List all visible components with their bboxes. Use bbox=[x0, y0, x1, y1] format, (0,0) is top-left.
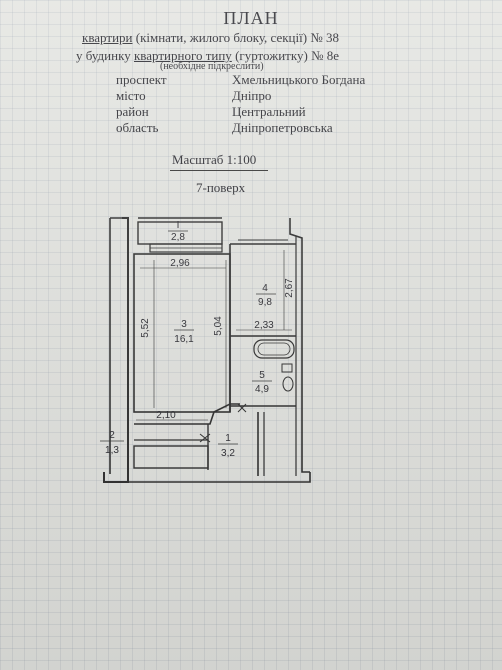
outer-wall-bottom bbox=[104, 472, 311, 483]
apartment-line: квартири (кімнати, жилого блоку, секції)… bbox=[82, 30, 339, 46]
living-room-area: 16,1 bbox=[174, 334, 194, 345]
underline-note: (необхідне підкреслити) bbox=[160, 61, 264, 72]
toilet-icon bbox=[282, 376, 294, 392]
hall-wall bbox=[134, 403, 240, 425]
floor-label: 7-поверх bbox=[196, 180, 246, 195]
bathroom-area: 4,9 bbox=[255, 384, 269, 395]
living-height-dimension: 5,52 bbox=[140, 318, 151, 338]
kitchen-number: 4 bbox=[262, 283, 268, 294]
address-value-avenue: Хмельницького Богдана bbox=[232, 72, 366, 87]
address-label-avenue: проспект bbox=[116, 72, 167, 87]
balcony-area: 2,8 bbox=[171, 232, 185, 243]
outer-wall bbox=[103, 217, 129, 483]
document-title: ПЛАН bbox=[223, 8, 279, 28]
apartment-number: № 38 bbox=[310, 30, 339, 45]
living-inner-height-dimension: 5,04 bbox=[213, 316, 224, 336]
scale-label: Масштаб 1:100 bbox=[172, 152, 257, 167]
address-label-region: область bbox=[116, 120, 159, 135]
building-type-rest: (гуртожитку) № 8е bbox=[231, 48, 339, 63]
bath-width-dimension: 2,33 bbox=[254, 320, 274, 331]
address-value-region: Дніпропетровська bbox=[232, 120, 333, 135]
address-label-district: район bbox=[116, 104, 149, 119]
closet-box bbox=[133, 445, 209, 469]
apartment-type-underlined: квартири bbox=[82, 30, 133, 45]
hall-number: 1 bbox=[225, 433, 231, 444]
kitchen-height-dimension: 2,67 bbox=[284, 278, 295, 298]
kitchen-area: 9,8 bbox=[258, 297, 272, 308]
door-mark bbox=[237, 403, 247, 413]
door-mark bbox=[199, 433, 211, 443]
address-value-district: Центральний bbox=[232, 104, 306, 119]
address-value-city: Дніпро bbox=[232, 88, 272, 103]
bathtub-inner bbox=[257, 342, 291, 356]
hall-width-dimension: 2,10 bbox=[156, 410, 176, 421]
hall-area: 3,2 bbox=[221, 448, 235, 459]
apartment-type-options: (кімнати, жилого блоку, секції) bbox=[132, 30, 308, 45]
scale-underline bbox=[170, 170, 268, 171]
sink-icon bbox=[281, 363, 293, 373]
building-type-underlined: квартирного типу bbox=[133, 48, 232, 63]
outer-wall-right bbox=[289, 218, 310, 473]
living-width-dimension: 2,96 bbox=[170, 258, 190, 269]
building-line: у будинку квартирного типу (гуртожитку) … bbox=[76, 48, 339, 64]
closet-number: 2 bbox=[109, 430, 115, 441]
balcony-number: I bbox=[177, 220, 180, 231]
bathtub bbox=[253, 339, 295, 359]
closet-area: 1,3 bbox=[105, 445, 119, 456]
bathroom-number: 5 bbox=[259, 370, 265, 381]
address-label-city: місто bbox=[116, 88, 146, 103]
building-prefix: у будинку bbox=[76, 48, 134, 63]
living-room-number: 3 bbox=[181, 319, 187, 330]
